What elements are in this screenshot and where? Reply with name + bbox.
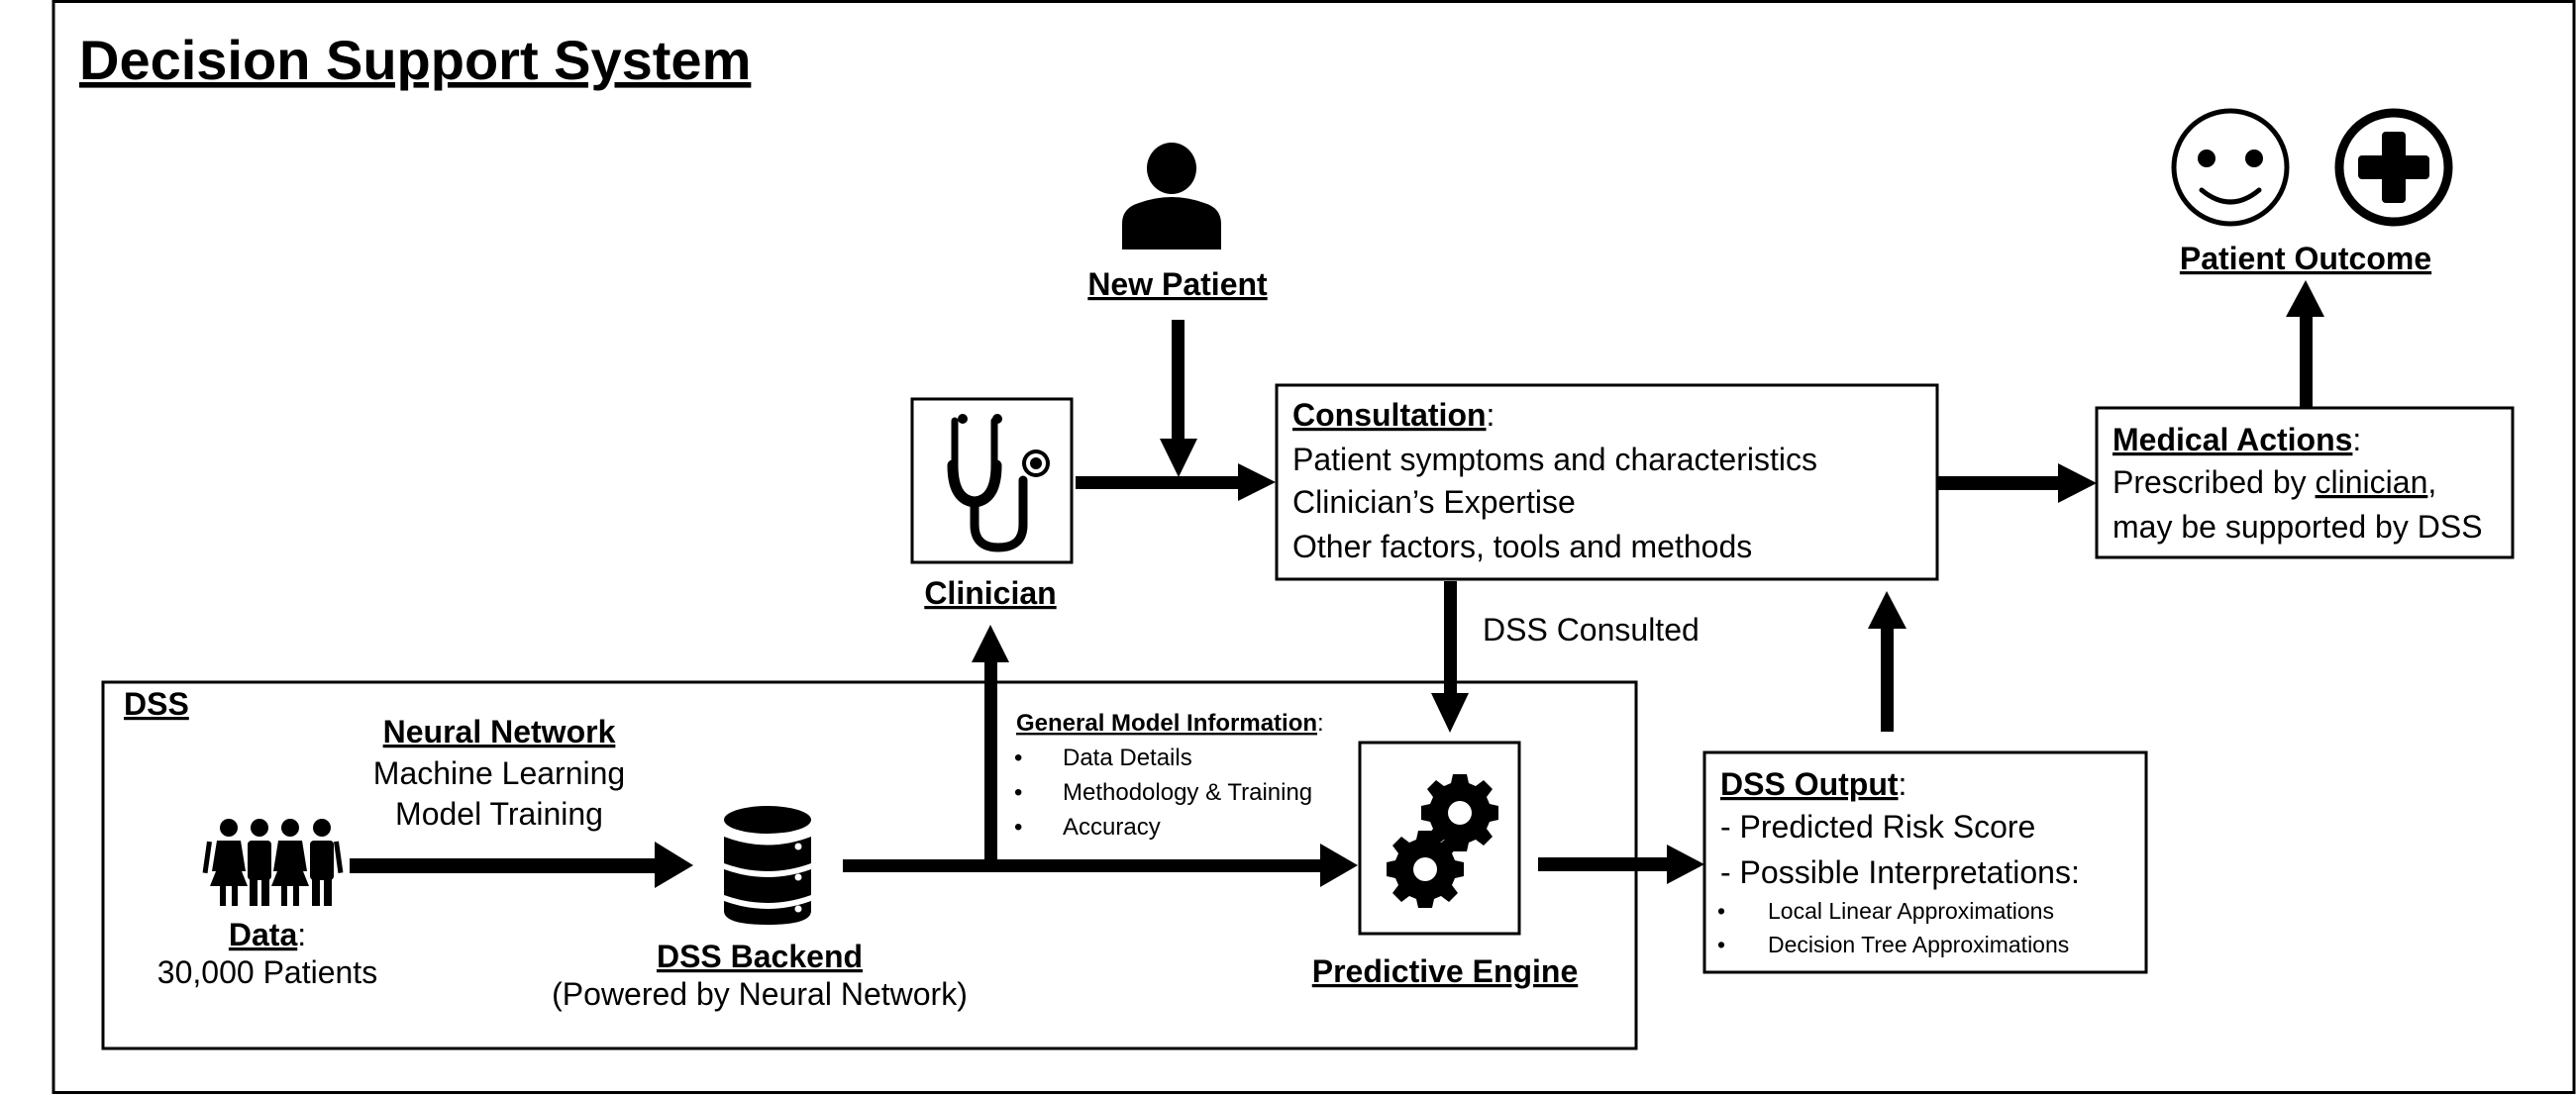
data-heading-text: Data bbox=[229, 917, 298, 952]
bullet-icon: • bbox=[1717, 898, 1725, 924]
dss-output-line: - Possible Interpretations: bbox=[1720, 854, 2080, 890]
data-heading: Data: bbox=[229, 917, 306, 952]
arrow-dss-output-to-consultation bbox=[1868, 591, 1906, 732]
arrow-consultation-to-medical-actions bbox=[1937, 463, 2097, 503]
medical-cross-icon bbox=[2334, 108, 2453, 227]
data-heading-colon: : bbox=[297, 917, 306, 952]
medical-actions-prefix: Prescribed by bbox=[2112, 464, 2316, 500]
neural-network-heading: Neural Network bbox=[383, 714, 616, 749]
arrow-consultation-to-predictive-engine bbox=[1431, 581, 1469, 733]
new-patient-label: New Patient bbox=[1087, 266, 1268, 302]
arrow-new-patient-to-consultation bbox=[1160, 320, 1197, 477]
consultation-heading-colon: : bbox=[1487, 397, 1495, 433]
consultation-heading: Consultation: bbox=[1292, 397, 1494, 433]
medical-actions-heading-text: Medical Actions bbox=[2112, 422, 2352, 457]
consultation-heading-text: Consultation bbox=[1292, 397, 1487, 433]
general-model-info-item: Data Details bbox=[1063, 745, 1192, 771]
dss-output-line: - Predicted Risk Score bbox=[1720, 809, 2035, 845]
neural-network-line: Machine Learning bbox=[373, 755, 625, 791]
dss-backend-detail: (Powered by Neural Network) bbox=[552, 976, 968, 1012]
arrow-backend-to-predictive-engine bbox=[843, 844, 1358, 887]
dss-output-heading: DSS Output: bbox=[1720, 766, 1906, 802]
general-model-info-heading-text: General Model Information bbox=[1016, 710, 1317, 737]
arrow-medical-actions-to-outcome bbox=[2286, 280, 2324, 409]
medical-actions-suffix: , bbox=[2427, 464, 2436, 500]
arrow-predictive-engine-to-dss-output bbox=[1538, 845, 1704, 884]
general-model-info-item: Accuracy bbox=[1063, 814, 1161, 841]
patient-outcome-label: Patient Outcome bbox=[2180, 241, 2431, 276]
general-model-info-item: Methodology & Training bbox=[1063, 779, 1312, 806]
stethoscope-icon bbox=[947, 414, 1050, 552]
smiley-face-icon bbox=[2171, 108, 2290, 227]
consultation-line: Patient symptoms and characteristics bbox=[1292, 442, 1817, 477]
dss-output-bullet: Local Linear Approximations bbox=[1768, 898, 2054, 924]
consultation-box[interactable] bbox=[1275, 383, 1939, 581]
data-detail: 30,000 Patients bbox=[157, 954, 377, 990]
bullet-icon: • bbox=[1014, 814, 1022, 841]
predictive-engine-label: Predictive Engine bbox=[1312, 953, 1579, 989]
bullet-icon: • bbox=[1014, 779, 1022, 806]
medical-actions-line-2: may be supported by DSS bbox=[2112, 509, 2483, 545]
people-group-icon bbox=[202, 819, 344, 906]
page-title: Decision Support System bbox=[79, 29, 751, 91]
bullet-icon: • bbox=[1014, 745, 1022, 771]
clinician-label: Clinician bbox=[924, 575, 1056, 611]
arrow-backend-to-clinician bbox=[972, 625, 1009, 868]
dss-output-box[interactable] bbox=[1702, 750, 2148, 974]
dss-output-heading-text: DSS Output bbox=[1720, 766, 1899, 802]
medical-actions-line-1: Prescribed by clinician, bbox=[2112, 464, 2436, 500]
medical-actions-clinician-link: clinician bbox=[2316, 464, 2428, 500]
bullet-icon: • bbox=[1717, 932, 1725, 957]
dss-consulted-label: DSS Consulted bbox=[1483, 612, 1700, 648]
database-icon bbox=[724, 806, 811, 925]
general-model-info-heading: General Model Information: bbox=[1016, 710, 1324, 737]
medical-actions-heading-colon: : bbox=[2352, 422, 2361, 457]
medical-actions-heading: Medical Actions: bbox=[2112, 422, 2361, 457]
consultation-line: Other factors, tools and methods bbox=[1292, 529, 1752, 564]
dss-group-label: DSS bbox=[124, 686, 189, 722]
dss-backend-heading: DSS Backend bbox=[657, 939, 863, 974]
general-model-info-colon: : bbox=[1317, 710, 1324, 737]
person-icon bbox=[1122, 143, 1221, 249]
consultation-line: Clinician’s Expertise bbox=[1292, 484, 1576, 520]
outer-frame bbox=[52, 0, 2576, 1094]
arrow-clinician-to-consultation bbox=[1076, 463, 1276, 501]
neural-network-line: Model Training bbox=[395, 796, 603, 832]
arrow-data-to-backend bbox=[350, 842, 693, 888]
dss-output-heading-colon: : bbox=[1899, 766, 1907, 802]
dss-output-bullet: Decision Tree Approximations bbox=[1768, 932, 2069, 957]
